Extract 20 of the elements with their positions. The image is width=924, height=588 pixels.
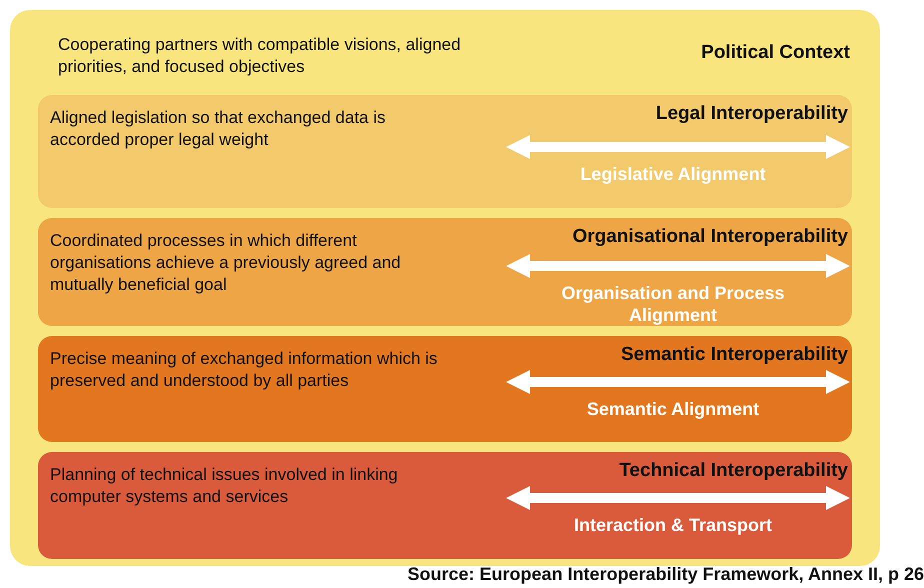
layer-band bbox=[38, 336, 852, 442]
layer-heading: Organisational Interoperability bbox=[572, 226, 848, 248]
layer-description: Planning of technical issues involved in linking computer systems and services bbox=[50, 464, 399, 508]
layer-heading: Technical Interoperability bbox=[619, 460, 848, 482]
alignment-label: Legislative Alignment bbox=[579, 163, 767, 185]
layer-band bbox=[38, 95, 852, 208]
layer-description: Cooperating partners with compatible visions, aligned priorities, and focused objectives bbox=[58, 34, 462, 78]
layer-heading: Political Context bbox=[701, 42, 850, 64]
source-caption: Source: European Interoperability Framework, Annex II, p 26 bbox=[408, 564, 924, 585]
layer-description: Coordinated processes in which different organisations achieve a previously agreed and mutually beneficial goal bbox=[50, 230, 402, 296]
context-panel bbox=[10, 10, 880, 566]
alignment-label: Organisation and Process Alignment bbox=[560, 282, 786, 326]
alignment-label: Interaction & Transport bbox=[572, 514, 774, 536]
layer-band bbox=[38, 452, 852, 559]
layer-heading: Semantic Interoperability bbox=[620, 344, 848, 366]
layer-description: Precise meaning of exchanged information which is preserved and understood by all parties bbox=[50, 348, 438, 392]
layer-band bbox=[38, 218, 852, 326]
layer-description: Aligned legislation so that exchanged data is accorded proper legal weight bbox=[50, 107, 387, 151]
alignment-label: Semantic Alignment bbox=[586, 398, 760, 420]
layer-heading: Legal Interoperability bbox=[656, 103, 848, 125]
